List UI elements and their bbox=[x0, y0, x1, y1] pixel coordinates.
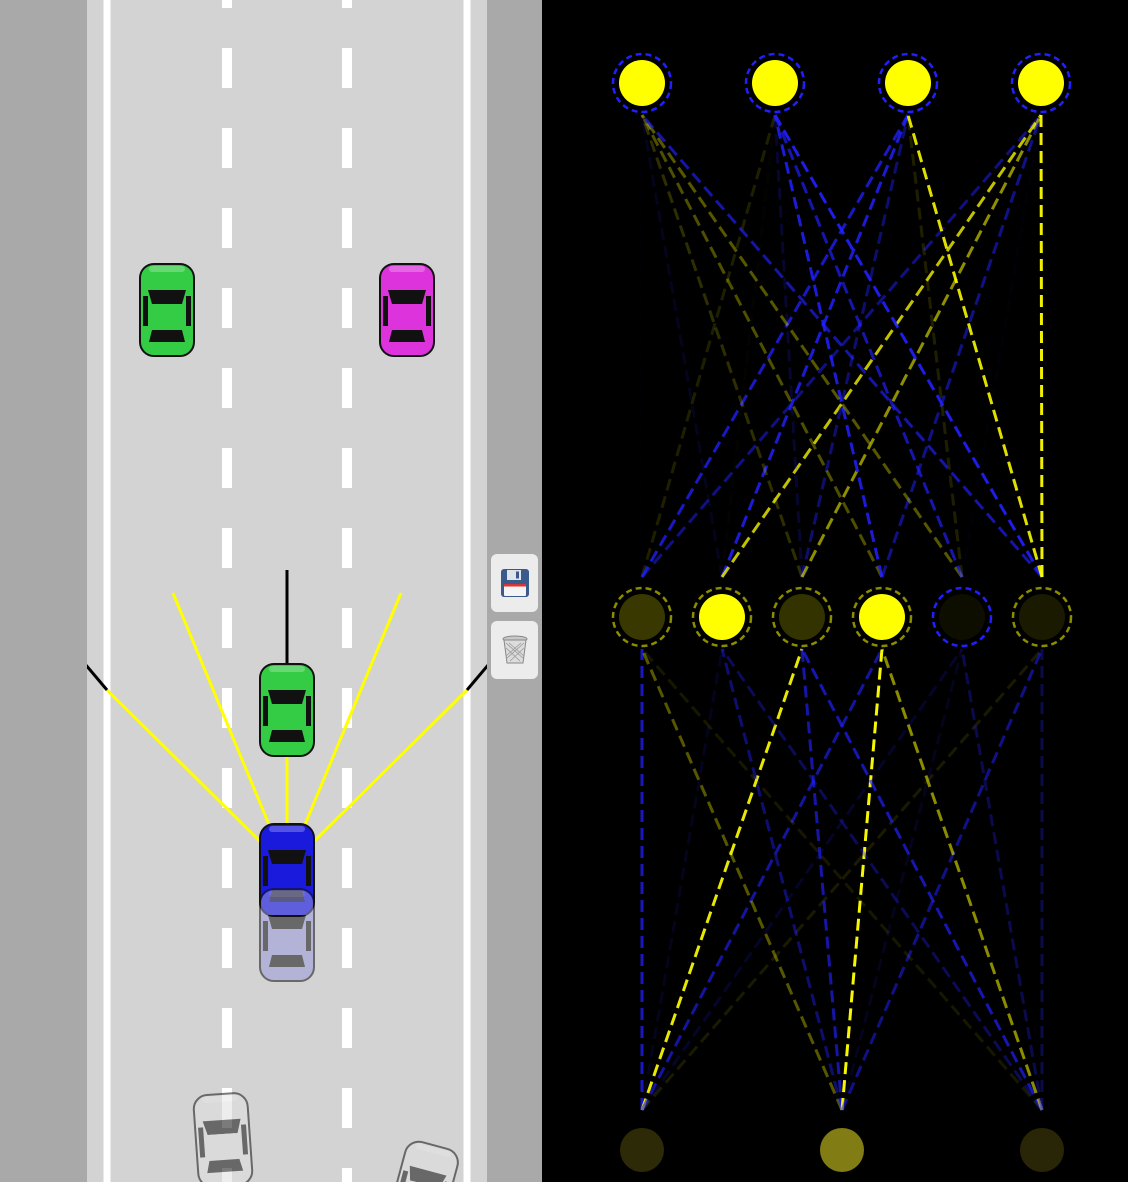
connection bbox=[720, 648, 1044, 1111]
neural-network-visualizer bbox=[542, 0, 1128, 1182]
connection bbox=[640, 114, 884, 578]
connection bbox=[640, 648, 964, 1111]
connection bbox=[840, 648, 884, 1111]
discard-button[interactable] bbox=[491, 621, 538, 679]
connection bbox=[906, 114, 1044, 578]
connection bbox=[840, 648, 1044, 1111]
connection bbox=[1039, 114, 1044, 578]
sensor-rays bbox=[87, 570, 487, 870]
connection bbox=[640, 648, 1044, 1111]
connection bbox=[800, 648, 1044, 1111]
connection bbox=[640, 648, 1044, 1111]
connection bbox=[773, 114, 964, 578]
sensor-ray-beyond-hit bbox=[87, 664, 109, 691]
connection bbox=[800, 648, 844, 1111]
neuron-hidden bbox=[691, 586, 753, 648]
cars-layer bbox=[139, 263, 459, 1182]
car-agent-ghost bbox=[387, 1140, 459, 1182]
connection bbox=[773, 114, 884, 578]
connection bbox=[800, 114, 1043, 578]
network-nodes bbox=[611, 52, 1073, 1177]
neuron-input bbox=[1010, 52, 1072, 114]
connection bbox=[880, 648, 1044, 1111]
connection bbox=[960, 648, 1044, 1111]
road-markings bbox=[103, 0, 471, 1182]
connection bbox=[640, 114, 1044, 578]
neuron-output bbox=[1015, 1123, 1069, 1177]
connection bbox=[640, 648, 724, 1111]
control-buttons bbox=[491, 554, 538, 679]
connection bbox=[640, 648, 884, 1111]
neuron-hidden bbox=[931, 586, 993, 648]
neuron-hidden bbox=[851, 586, 913, 648]
neuron-input bbox=[877, 52, 939, 114]
connection bbox=[773, 114, 804, 578]
sensor-ray bbox=[285, 592, 403, 869]
connection bbox=[640, 114, 777, 578]
neuron-input bbox=[611, 52, 673, 114]
connection bbox=[882, 115, 908, 577]
neuron-hidden bbox=[1011, 586, 1073, 648]
car-traffic bbox=[259, 663, 315, 757]
connection bbox=[840, 648, 964, 1111]
connection bbox=[906, 114, 964, 578]
sensor-ray bbox=[285, 688, 469, 870]
connection bbox=[720, 648, 844, 1111]
sensor-ray-beyond-hit bbox=[465, 664, 487, 691]
connection bbox=[800, 114, 910, 578]
connection bbox=[720, 114, 1043, 578]
trash-bin-icon bbox=[502, 635, 527, 664]
car-agent-ghost bbox=[192, 1092, 254, 1182]
connection bbox=[720, 114, 910, 578]
neuron-input bbox=[744, 52, 806, 114]
car-canvas bbox=[87, 0, 487, 1182]
neuron-output bbox=[615, 1123, 669, 1177]
car-agent-ghost bbox=[259, 888, 315, 982]
sensor-ray bbox=[105, 688, 289, 870]
connection bbox=[880, 114, 1043, 578]
car-traffic bbox=[379, 263, 435, 357]
connection bbox=[640, 648, 844, 1111]
neuron-hidden bbox=[771, 586, 833, 648]
floppy-disk-icon bbox=[500, 569, 529, 597]
save-button[interactable] bbox=[491, 554, 538, 612]
connection bbox=[640, 114, 804, 578]
neuron-output bbox=[815, 1123, 869, 1177]
neuron-hidden bbox=[611, 586, 673, 648]
sensor-ray bbox=[171, 592, 289, 869]
connection bbox=[640, 114, 1043, 578]
car-traffic bbox=[139, 263, 195, 357]
connection bbox=[640, 114, 724, 578]
network-connections bbox=[640, 114, 1044, 1111]
connection bbox=[640, 114, 964, 578]
connection bbox=[640, 648, 804, 1111]
